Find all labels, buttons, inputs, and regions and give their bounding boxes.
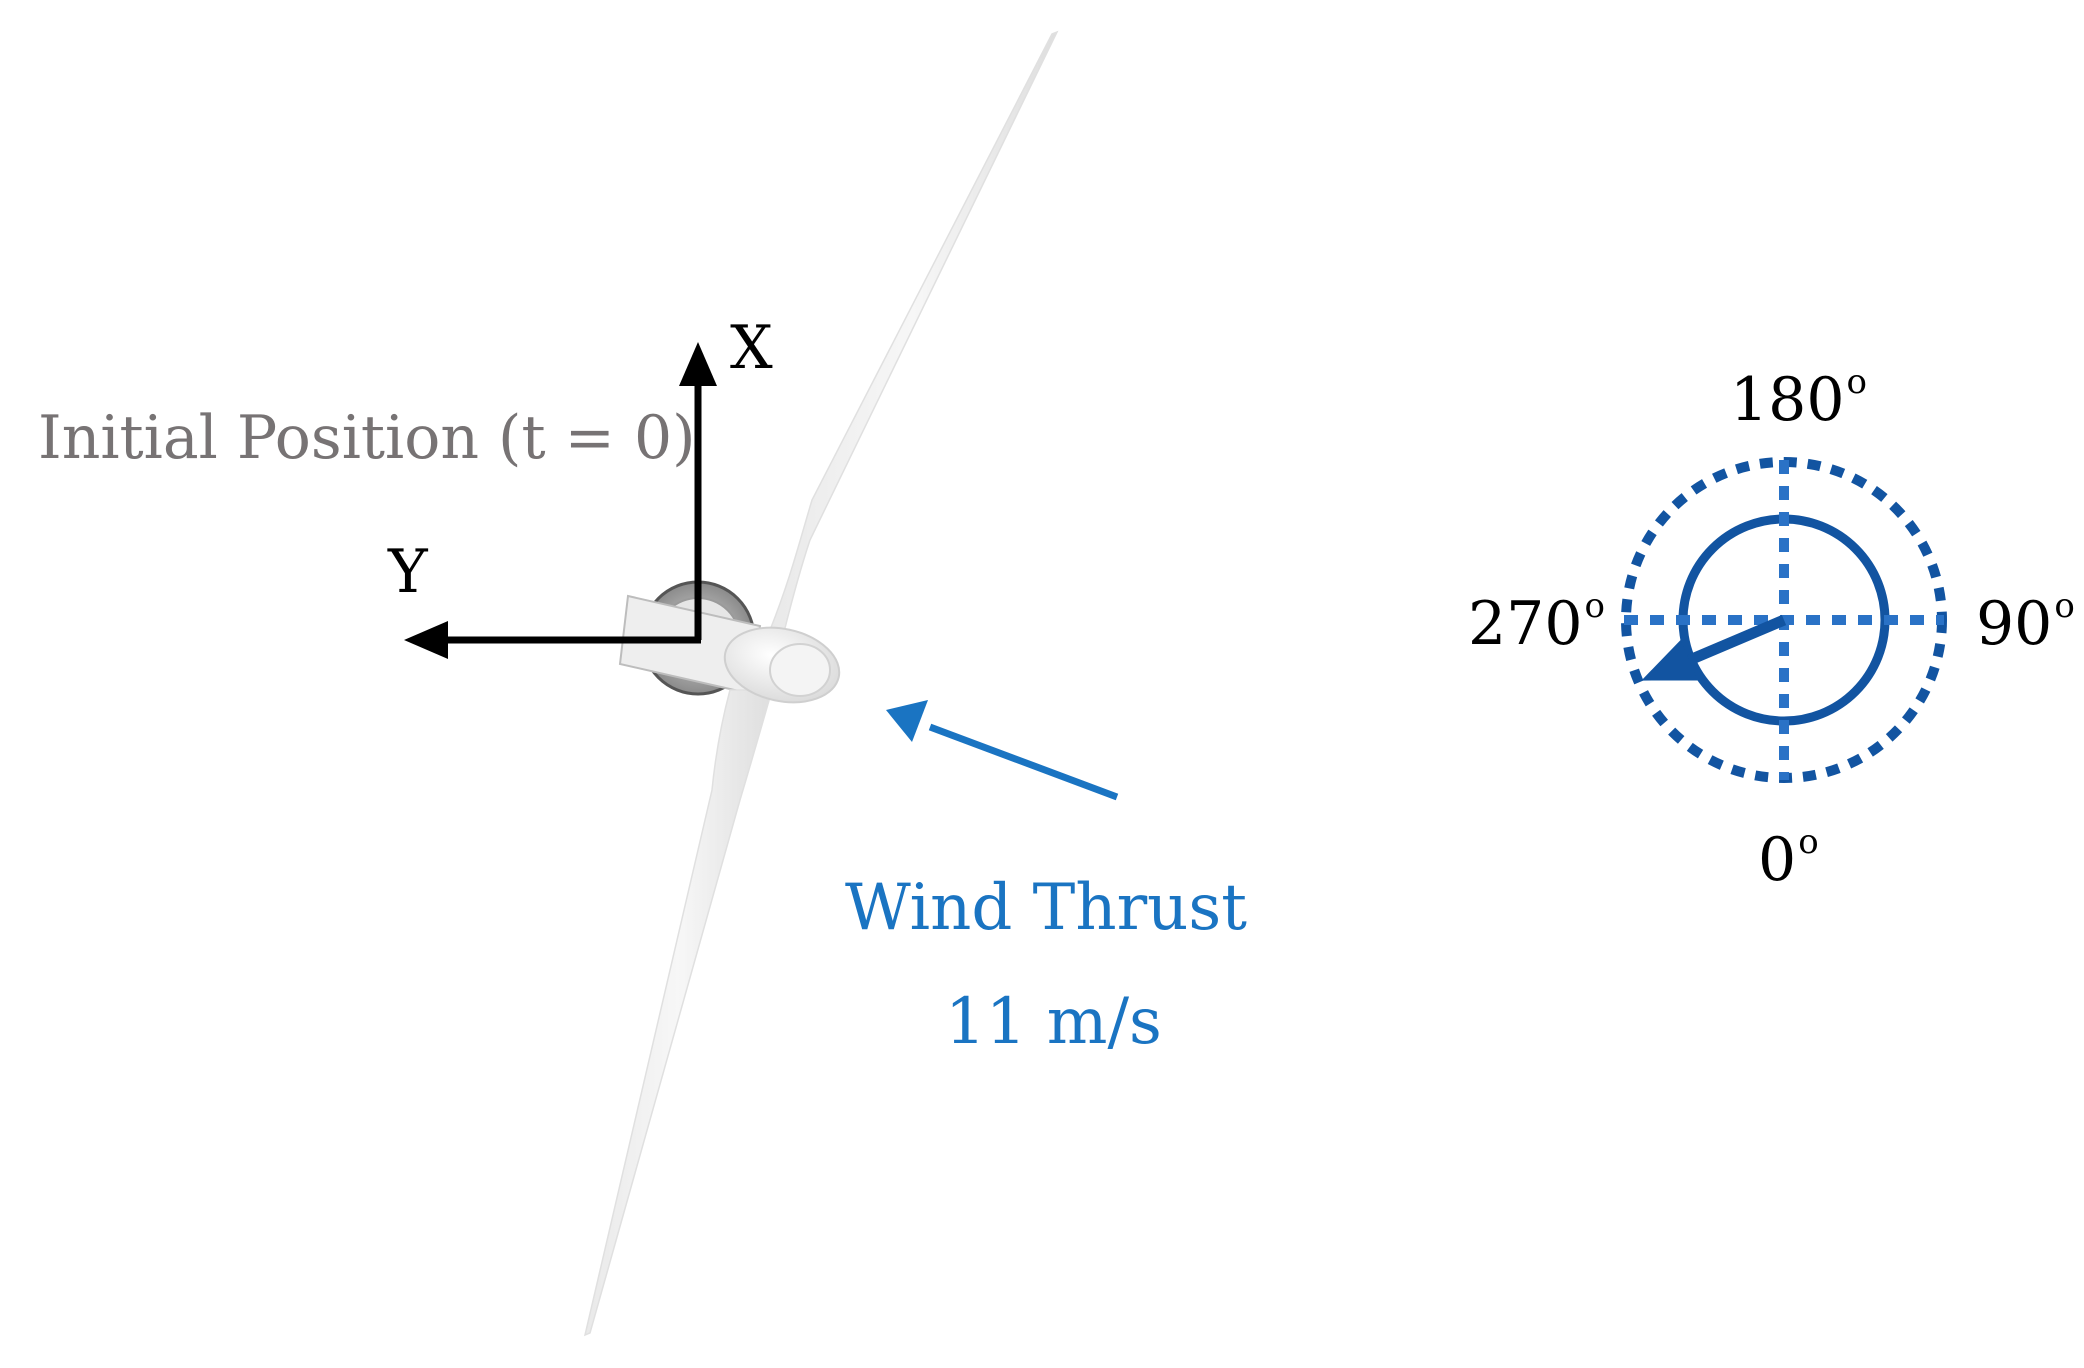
degree-symbol: o [1584, 586, 1606, 626]
wind-turbine [583, 30, 1059, 1337]
degree-symbol: o [1846, 362, 1868, 402]
direction-compass [1621, 457, 1947, 783]
wind-thrust-label: Wind Thrust [845, 871, 1247, 945]
y-axis-label: Y [388, 537, 428, 607]
degree-symbol: o [1798, 822, 1819, 862]
wind-arrow-shaft [928, 723, 1119, 801]
compass-label-0: 0o [1758, 822, 1819, 895]
blade-upper [768, 30, 1059, 633]
wind-arrow [886, 700, 1119, 801]
y-axis-arrowhead [404, 621, 448, 659]
coordinate-axes [404, 342, 717, 659]
compass-label-180: 180o [1730, 362, 1868, 435]
compass-label-270: 270o [1468, 586, 1606, 659]
x-axis-arrowhead [679, 342, 717, 386]
initial-position-label: Initial Position (t = 0) [38, 403, 696, 473]
blade-lower [583, 689, 773, 1337]
x-axis-label: X [730, 313, 773, 383]
wind-speed-label: 11 m/s [945, 985, 1162, 1059]
compass-wind-direction-arrowhead [1641, 639, 1698, 681]
wind-arrow-head [886, 700, 928, 742]
compass-label-90: 90o [1976, 586, 2075, 659]
hub-nose [769, 643, 831, 697]
compass-wind-direction-arrow-shaft [1681, 614, 1787, 668]
degree-symbol: o [2054, 586, 2075, 626]
